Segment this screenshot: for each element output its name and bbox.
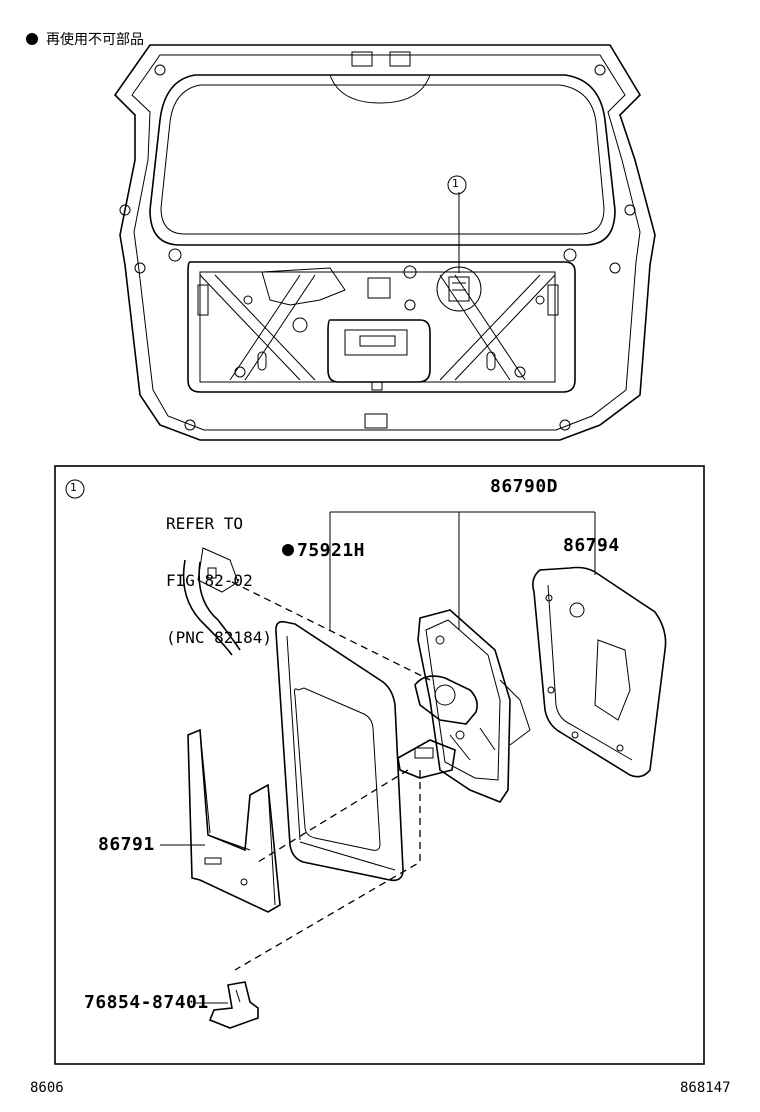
non-reusable-bullet-icon (26, 33, 38, 45)
part-label-86790D: 86790D (490, 476, 559, 497)
detail-callout-number: 1 (70, 481, 77, 494)
non-reusable-bullet-icon (282, 544, 294, 556)
legend: 再使用不可部品 (26, 29, 144, 49)
overview-callout-number: 1 (452, 177, 459, 190)
part-label-86791: 86791 (98, 834, 155, 855)
part-number-75921H: 75921H (297, 540, 366, 561)
part-label-86794: 86794 (563, 535, 620, 556)
part-label-76854-87401: 76854-87401 (84, 992, 209, 1013)
refer-line-2: FIG 82-02 (166, 571, 253, 590)
overview-callout-circle (447, 175, 467, 195)
refer-note: REFER TO FIG 82-02 (PNC 82184) (166, 476, 272, 666)
detail-frame (54, 465, 705, 1065)
refer-line-3: (PNC 82184) (166, 628, 272, 647)
footer-right-code: 868147 (680, 1080, 731, 1096)
part-label-75921H: 75921H (282, 540, 365, 561)
refer-line-1: REFER TO (166, 514, 244, 533)
footer-left-code: 8606 (30, 1080, 64, 1096)
legend-text: 再使用不可部品 (46, 32, 144, 48)
detail-callout-circle (65, 479, 85, 499)
